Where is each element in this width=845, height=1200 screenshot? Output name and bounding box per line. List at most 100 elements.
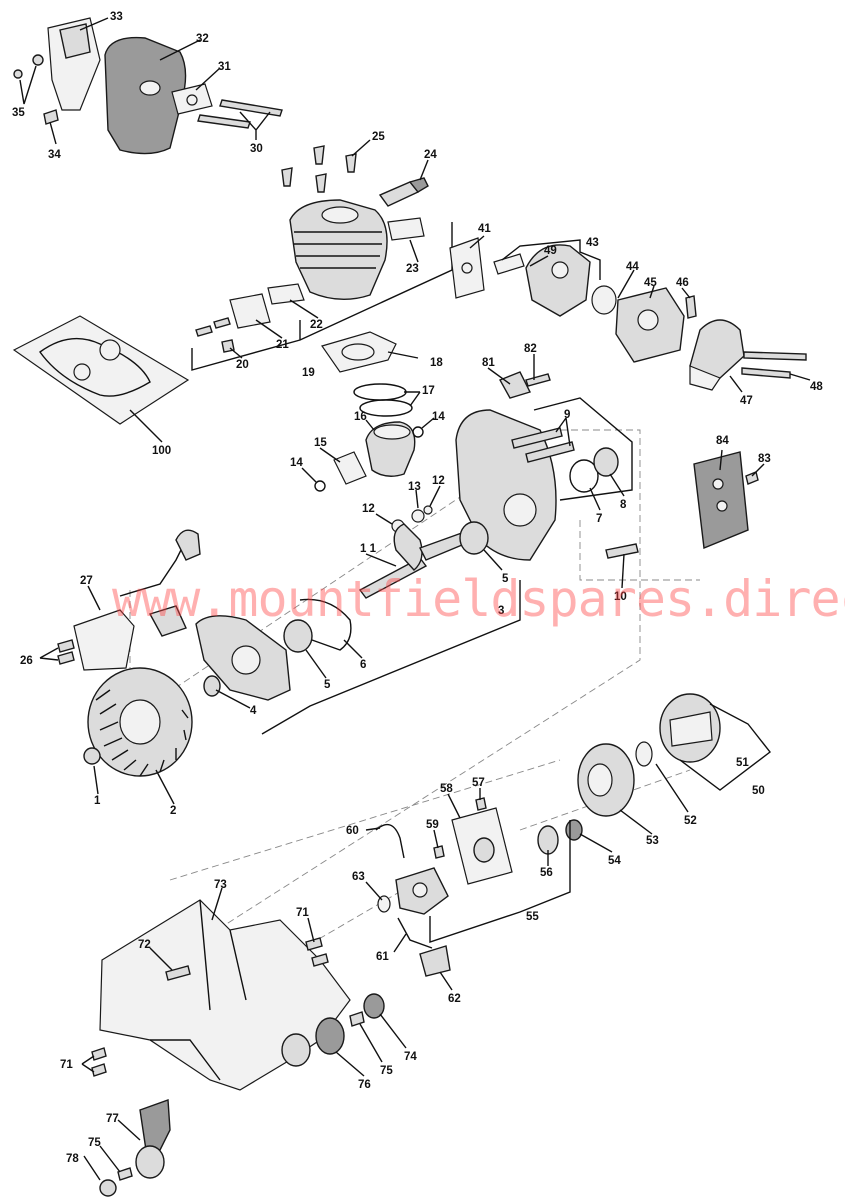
screw[interactable] bbox=[117, 1167, 133, 1181]
callout-54: 54 bbox=[608, 855, 621, 867]
piston-ring[interactable] bbox=[359, 399, 413, 417]
handle-bracket[interactable] bbox=[73, 609, 135, 671]
callout-49: 49 bbox=[544, 245, 557, 257]
callout-72: 72 bbox=[138, 939, 151, 951]
screw[interactable] bbox=[743, 351, 807, 361]
air-filter-plate[interactable] bbox=[449, 237, 485, 299]
washer[interactable] bbox=[423, 505, 433, 515]
screw[interactable] bbox=[305, 937, 323, 951]
oil-pump-drive[interactable] bbox=[537, 825, 559, 855]
callout-61: 61 bbox=[376, 951, 389, 963]
o-ring[interactable] bbox=[569, 459, 599, 493]
cylinder-screws[interactable] bbox=[281, 145, 357, 193]
oil-hose[interactable] bbox=[375, 823, 405, 859]
rear-handle-frame[interactable] bbox=[99, 899, 351, 1091]
screw[interactable] bbox=[213, 317, 231, 329]
screw[interactable] bbox=[43, 109, 59, 125]
screw[interactable] bbox=[165, 965, 191, 981]
intake-boot[interactable] bbox=[689, 319, 745, 391]
oil-seal[interactable] bbox=[203, 675, 221, 697]
callout-6: 6 bbox=[360, 659, 366, 671]
crankcase-gasket[interactable] bbox=[299, 598, 352, 651]
callout-53: 53 bbox=[646, 835, 659, 847]
carb-gasket[interactable] bbox=[591, 285, 617, 315]
callout-76: 76 bbox=[358, 1079, 371, 1091]
callout-19: 19 bbox=[302, 367, 315, 379]
cap[interactable] bbox=[99, 1179, 117, 1197]
callout-62: 62 bbox=[448, 993, 461, 1005]
screw[interactable] bbox=[91, 1063, 107, 1077]
cylinder[interactable] bbox=[289, 199, 388, 300]
callout-56: 56 bbox=[540, 867, 553, 879]
ball-bearing[interactable] bbox=[459, 521, 489, 555]
cylinder-gasket[interactable] bbox=[321, 331, 397, 373]
oil-fitting[interactable] bbox=[419, 945, 451, 977]
circlip[interactable] bbox=[314, 480, 326, 492]
chain-guide-plate[interactable] bbox=[693, 451, 749, 549]
callout-48: 48 bbox=[810, 381, 823, 393]
oil-line[interactable] bbox=[397, 917, 433, 949]
callout-78: 78 bbox=[66, 1153, 79, 1165]
screw[interactable] bbox=[475, 797, 487, 811]
callout-50: 50 bbox=[752, 785, 765, 797]
washer[interactable] bbox=[32, 54, 44, 66]
screw[interactable] bbox=[311, 953, 329, 967]
intake-flange[interactable] bbox=[267, 283, 305, 305]
screw[interactable] bbox=[605, 543, 639, 559]
screw[interactable] bbox=[745, 471, 759, 485]
callout-17: 17 bbox=[422, 385, 435, 397]
chain-adjuster[interactable] bbox=[148, 605, 187, 637]
stud[interactable] bbox=[525, 441, 575, 463]
av-buffer[interactable] bbox=[315, 993, 385, 1055]
circlip[interactable] bbox=[412, 426, 424, 438]
screw[interactable] bbox=[741, 367, 791, 379]
callout-75-right: 75 bbox=[380, 1065, 393, 1077]
intake-manifold[interactable] bbox=[229, 293, 271, 329]
callout-11: 1 1 bbox=[360, 543, 377, 555]
needle-bearing[interactable] bbox=[411, 509, 425, 523]
piston-ring[interactable] bbox=[353, 383, 407, 401]
carburetor-adapter[interactable] bbox=[525, 244, 591, 317]
screw[interactable] bbox=[57, 651, 75, 665]
carburetor[interactable] bbox=[615, 287, 685, 363]
oil-pump-plate[interactable] bbox=[451, 807, 513, 885]
callout-10: 10 bbox=[614, 591, 627, 603]
callout-labels: 33 32 31 35 34 30 25 24 41 43 49 23 44 4… bbox=[12, 11, 823, 1165]
clutch-drum[interactable] bbox=[577, 743, 635, 817]
washer[interactable] bbox=[377, 895, 391, 913]
piston-pin[interactable] bbox=[333, 451, 367, 485]
screw[interactable] bbox=[525, 373, 551, 387]
crankcase-right[interactable] bbox=[455, 409, 557, 561]
watermark: www.mountfieldspares.direct bbox=[112, 570, 845, 628]
muffler[interactable] bbox=[104, 36, 187, 155]
adjusting-screw[interactable] bbox=[685, 295, 697, 319]
cylinder-plate[interactable] bbox=[387, 217, 425, 241]
muffler-gasket[interactable] bbox=[171, 83, 213, 115]
fuel-line[interactable] bbox=[119, 529, 201, 597]
callout-16: 16 bbox=[354, 411, 367, 423]
stud[interactable] bbox=[511, 427, 563, 449]
washer[interactable] bbox=[635, 741, 653, 767]
screw[interactable] bbox=[57, 639, 75, 653]
spark-plug[interactable] bbox=[378, 177, 429, 207]
clutch[interactable] bbox=[659, 693, 721, 763]
oil-pump[interactable] bbox=[395, 867, 449, 915]
muffler-screws[interactable] bbox=[197, 99, 283, 129]
screw[interactable] bbox=[91, 1047, 107, 1061]
needle-bearing[interactable] bbox=[565, 819, 583, 841]
screw[interactable] bbox=[195, 325, 213, 337]
screw[interactable] bbox=[433, 845, 445, 859]
crankcase-left[interactable] bbox=[195, 615, 291, 701]
oil-seal[interactable] bbox=[593, 447, 619, 477]
nut[interactable] bbox=[13, 69, 23, 79]
decompression-valve[interactable] bbox=[499, 371, 531, 399]
muffler-bracket[interactable] bbox=[47, 17, 101, 111]
gasket-set[interactable] bbox=[12, 315, 190, 425]
flywheel[interactable] bbox=[87, 667, 193, 777]
piston[interactable] bbox=[365, 421, 416, 477]
av-spring-handle[interactable] bbox=[135, 1099, 171, 1179]
nut[interactable] bbox=[83, 747, 101, 765]
gasket[interactable] bbox=[493, 253, 525, 275]
screw[interactable] bbox=[349, 1011, 365, 1027]
ball-bearing[interactable] bbox=[283, 619, 313, 653]
